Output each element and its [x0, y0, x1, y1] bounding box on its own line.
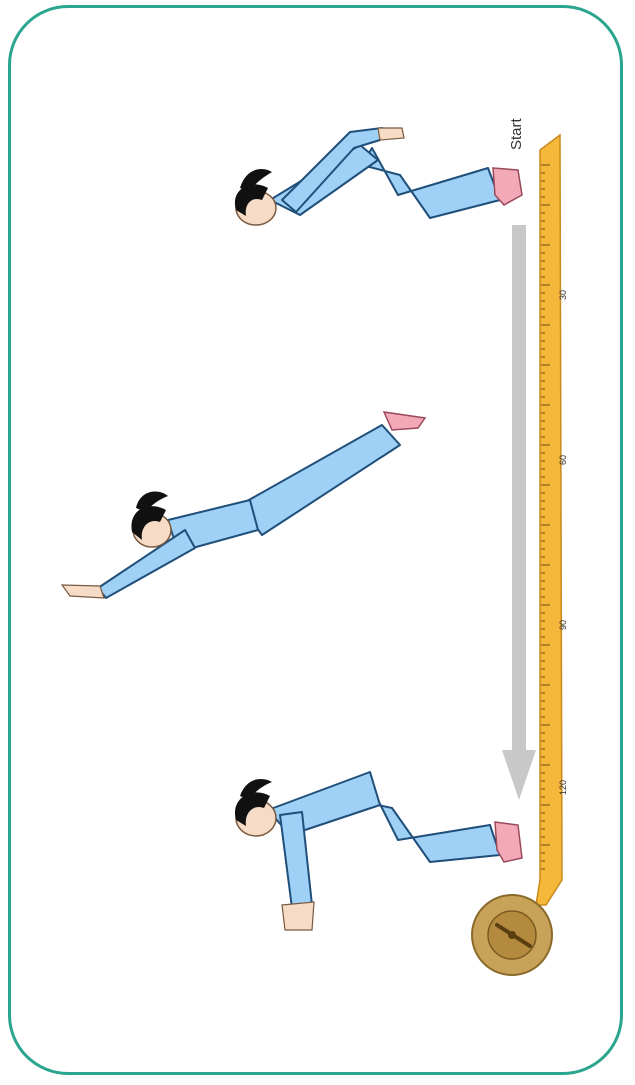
tape-mark-label: 90 [558, 620, 568, 630]
tape-mark-label: 60 [558, 455, 568, 465]
jumper-in-flight [62, 412, 425, 598]
tape-reel [472, 895, 552, 975]
start-label: Start [508, 118, 525, 150]
tape-mark-label: 30 [558, 290, 568, 300]
jumper-landing [235, 772, 522, 930]
tape-mark-label: 120 [558, 780, 568, 795]
jumper-crouch-start [235, 128, 522, 225]
direction-arrow [502, 225, 536, 800]
